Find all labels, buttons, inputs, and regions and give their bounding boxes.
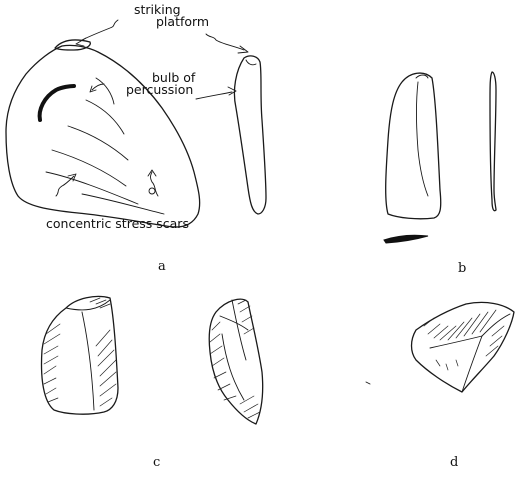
- flake-a-profile: [234, 56, 266, 214]
- caption-a: a: [158, 259, 166, 274]
- label-percussion: percussion: [126, 82, 193, 97]
- label-platform: platform: [156, 14, 209, 29]
- bulb-of-percussion: [40, 86, 74, 120]
- core-d: [412, 302, 515, 392]
- leader-striking-platform-profile: [206, 34, 248, 53]
- caption-c: c: [153, 455, 160, 470]
- caption-b: b: [458, 261, 466, 276]
- leader-percussion-profile: [196, 87, 236, 99]
- leader-stress-right: [148, 170, 158, 196]
- stray-mark: [366, 382, 370, 384]
- blade-b-profile: [490, 72, 496, 211]
- blade-b-face: [386, 73, 441, 219]
- label-concentric-stress-scars: concentric stress scars: [46, 216, 189, 231]
- concentric-stress-scars: [46, 78, 164, 214]
- leader-bulb: [90, 84, 104, 92]
- leader-striking-platform: [76, 20, 118, 46]
- fragment-c-left: [42, 296, 119, 414]
- blade-b-cross-section: [384, 235, 428, 243]
- caption-d: d: [450, 455, 458, 470]
- fragment-c-right: [209, 299, 263, 424]
